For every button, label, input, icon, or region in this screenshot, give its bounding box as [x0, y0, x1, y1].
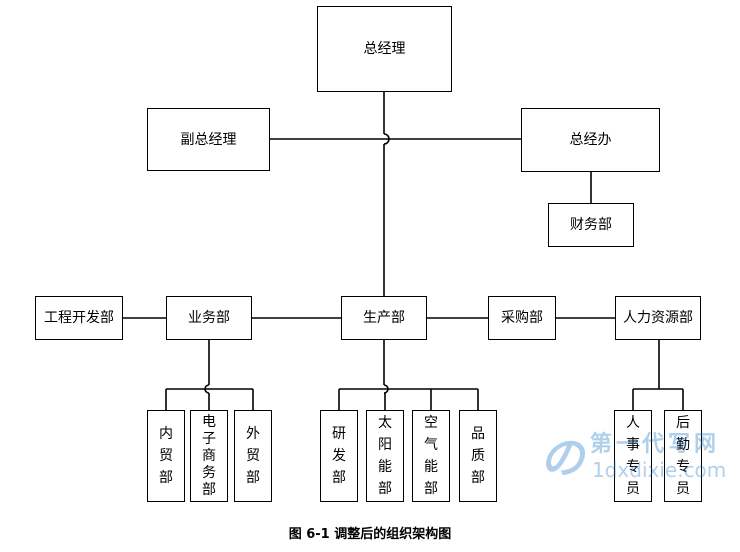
gm-office-box: 总经办	[521, 108, 660, 172]
domestic-trade-char: 内	[159, 426, 173, 442]
air-energy-char: 气	[424, 437, 438, 453]
watermark: の 第一代写网 1dxdixie.com	[540, 420, 740, 490]
domestic-trade-char: 贸	[159, 448, 173, 464]
domestic-trade-char: 部	[159, 470, 173, 486]
rnd-char: 发	[332, 448, 346, 464]
engineering-box: 工程开发部	[35, 296, 123, 340]
personnel-specialist-char: 员	[626, 481, 640, 497]
business-box: 业务部	[166, 296, 252, 340]
e-commerce-char: 电	[202, 413, 216, 430]
foreign-trade-box: 外 贸 部	[234, 410, 272, 502]
vice-general-manager-box: 副总经理	[147, 108, 270, 171]
personnel-specialist-char: 事	[626, 437, 640, 453]
e-commerce-box: 电 子 商 务 部	[190, 410, 228, 502]
rnd-box: 研 发 部	[320, 410, 358, 502]
gm-office-label: 总经办	[569, 132, 612, 148]
quality-char: 质	[471, 448, 485, 464]
air-energy-char: 部	[424, 481, 438, 497]
watermark-url: 1dxdixie.com	[592, 458, 727, 482]
purchasing-box: 采购部	[488, 296, 556, 340]
logistics-specialist-box: 后 勤 专 员	[664, 410, 702, 502]
purchasing-label: 采购部	[501, 310, 543, 326]
finance-box: 财务部	[548, 203, 634, 247]
foreign-trade-char: 部	[246, 470, 260, 486]
production-box: 生产部	[341, 296, 427, 340]
e-commerce-char: 商	[202, 447, 216, 464]
air-energy-box: 空 气 能 部	[412, 410, 450, 502]
figure-caption: 图 6-1 调整后的组织架构图	[288, 527, 452, 542]
logistics-specialist-char: 员	[676, 481, 690, 497]
watermark-logo-icon: の	[540, 433, 584, 484]
air-energy-char: 能	[424, 459, 438, 475]
e-commerce-char: 务	[202, 464, 216, 481]
business-label: 业务部	[188, 310, 230, 326]
personnel-specialist-box: 人 事 专 员	[614, 410, 652, 502]
quality-char: 品	[471, 426, 485, 442]
solar-char: 能	[378, 459, 392, 475]
general-manager-box: 总经理	[317, 6, 452, 92]
foreign-trade-char: 外	[246, 426, 260, 442]
solar-box: 太 阳 能 部	[366, 410, 404, 502]
hr-box: 人力资源部	[615, 296, 701, 340]
hr-label: 人力资源部	[623, 310, 693, 326]
quality-char: 部	[471, 470, 485, 486]
domestic-trade-box: 内 贸 部	[147, 410, 185, 502]
personnel-specialist-char: 人	[626, 415, 640, 431]
foreign-trade-char: 贸	[246, 448, 260, 464]
vice-general-manager-label: 副总经理	[180, 131, 237, 148]
general-manager-label: 总经理	[363, 41, 406, 57]
air-energy-char: 空	[424, 415, 438, 431]
rnd-char: 部	[332, 470, 346, 486]
logistics-specialist-char: 专	[676, 459, 690, 475]
engineering-label: 工程开发部	[44, 310, 114, 326]
quality-box: 品 质 部	[459, 410, 497, 502]
e-commerce-char: 子	[202, 430, 216, 447]
logistics-specialist-char: 勤	[676, 437, 690, 453]
finance-label: 财务部	[570, 217, 612, 233]
solar-char: 太	[378, 415, 392, 431]
solar-char: 部	[378, 481, 392, 497]
logistics-specialist-char: 后	[676, 415, 690, 431]
e-commerce-char: 部	[202, 481, 216, 498]
watermark-site-name: 第一代写网	[590, 432, 721, 457]
personnel-specialist-char: 专	[626, 459, 640, 475]
production-label: 生产部	[363, 310, 405, 326]
rnd-char: 研	[332, 426, 346, 442]
solar-char: 阳	[378, 437, 392, 453]
